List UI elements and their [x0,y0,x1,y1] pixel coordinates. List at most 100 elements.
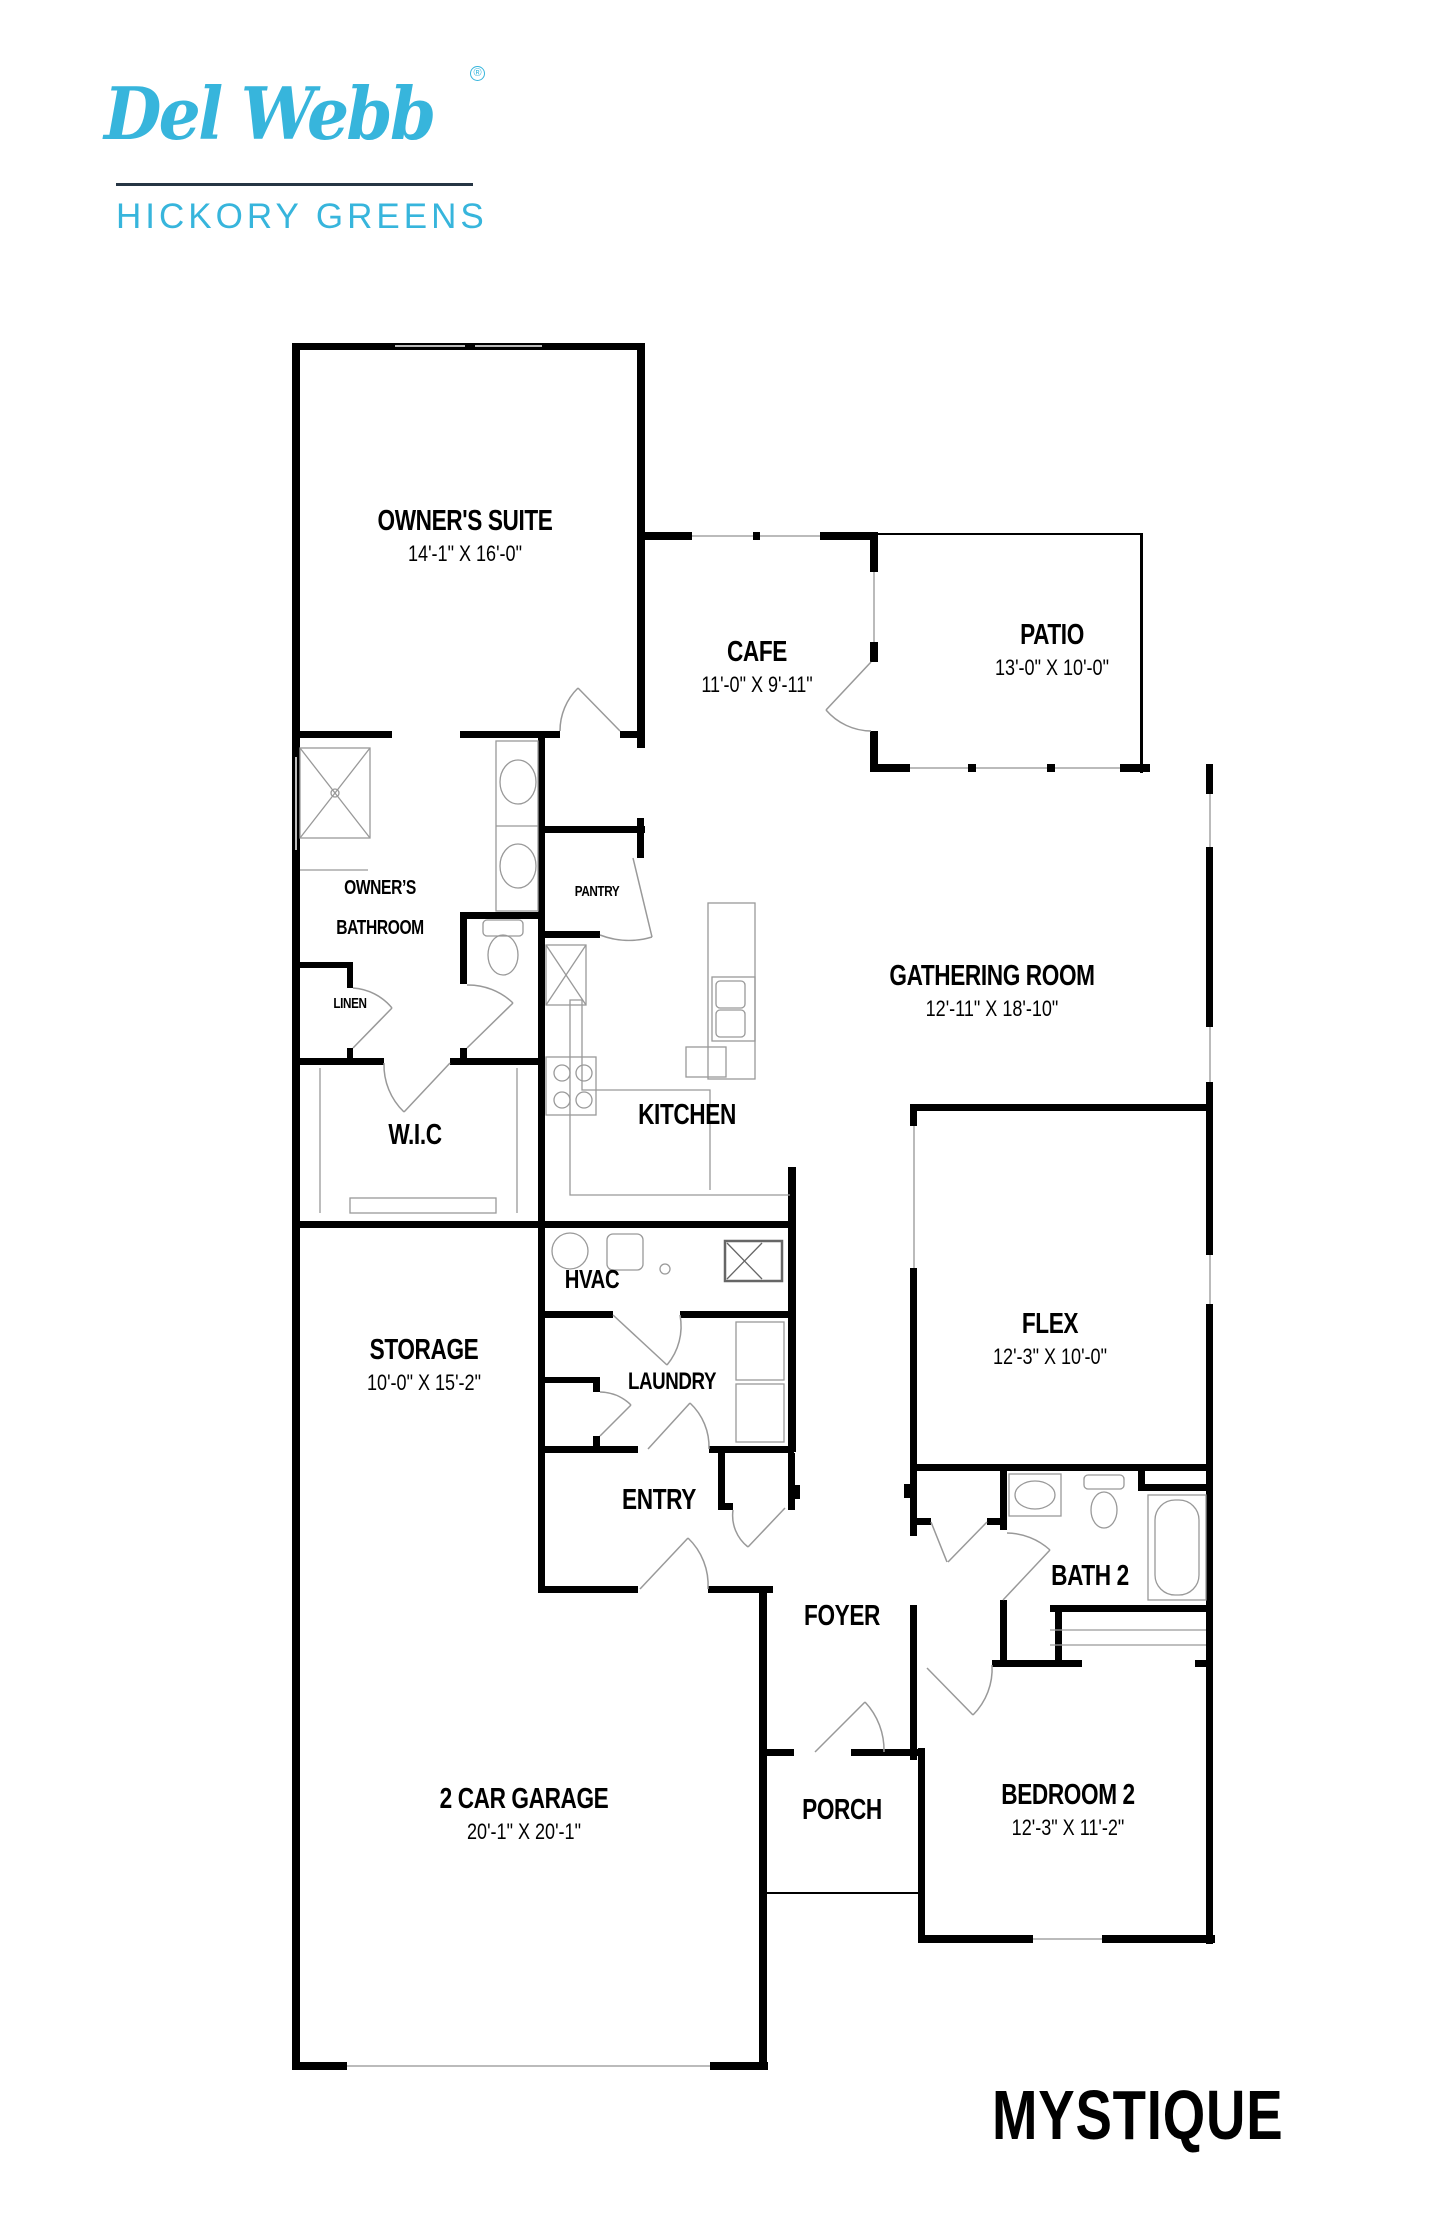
wall [538,1586,638,1593]
wall [593,1377,600,1392]
wall [637,532,692,540]
wall [460,731,560,738]
wall [788,1167,796,1452]
room-entry: ENTRY [612,1486,707,1515]
room-laundry: LAUNDRY [616,1370,729,1394]
room-dimensions: 20'-1" X 20'-1" [467,1819,581,1844]
wall [637,818,644,858]
wall [870,731,878,771]
wall [992,1660,1082,1667]
wall [292,962,352,968]
wall [1206,847,1213,1027]
wall [1138,1484,1213,1491]
wall [759,1593,767,2070]
room-bath-2: BATH 2 [1040,1562,1140,1591]
room-name: ENTRY [622,1484,696,1516]
wall [545,1377,600,1383]
wall [910,1268,917,1468]
wall [538,1446,638,1453]
wall [1195,1660,1213,1667]
wall [538,1221,793,1228]
wall [910,1464,1210,1471]
wall [292,731,392,738]
room-dimensions: 12'-3" X 11'-2" [1011,1815,1125,1840]
room-name: PORCH [802,1794,882,1826]
room-porch: PORCH [791,1796,893,1825]
wall [292,2062,347,2070]
wall [637,343,645,748]
room-storage: STORAGE 10'-0" X 15'-2" [354,1336,493,1394]
wall [710,2062,768,2070]
wall [460,1048,467,1063]
room-name: GATHERING ROOM [889,960,1095,992]
room-name: LINEN [333,995,367,1012]
room-dimensions: 12'-11" X 18'-10" [925,996,1059,1021]
wall [718,1503,733,1510]
wall [1102,1935,1215,1943]
wall [292,1058,384,1065]
room-name: PATIO [1020,619,1084,651]
wall [910,1104,1210,1111]
wall [1047,764,1055,772]
wall [1000,1470,1007,1530]
wall [1206,1082,1213,1172]
wall [851,1749,921,1756]
wall [1206,1170,1213,1255]
room-cafe: CAFE 11'-0" X 9'-11" [689,638,825,696]
room-gathering: GATHERING ROOM 12'-11" X 18'-10" [860,962,1123,1020]
wall [753,532,760,540]
room-name: KITCHEN [638,1099,736,1131]
room-name: OWNER'S SUITE [377,505,553,537]
wall [904,1484,912,1498]
wall [870,642,878,662]
room-owners-bathroom-line1: OWNER’S [334,878,426,898]
wall [1000,1600,1007,1665]
wall [759,1749,794,1756]
room-dimensions: 11'-0" X 9'-11" [701,672,813,697]
room-name: BATH 2 [1051,1560,1129,1592]
wall [788,1453,795,1510]
wall [910,1605,917,1760]
plan-name: MYSTIQUE [992,2076,1284,2154]
wall [680,1311,795,1318]
wall [347,962,353,988]
room-flex: FLEX 12'-3" X 10'-0" [981,1310,1120,1368]
community-name: HICKORY GREENS [116,197,488,236]
wall [460,912,543,919]
wall [1050,1605,1213,1612]
wall [708,1586,773,1593]
wall [593,1436,600,1450]
room-foyer: FOYER [793,1602,890,1631]
room-owners-suite: OWNER'S SUITE 14'-1" X 16'-0" [353,507,577,565]
room-name: PANTRY [574,883,620,900]
wall [918,1935,1033,1943]
wall [918,1748,925,1943]
wall [878,533,1143,535]
room-linen: LINEN [329,996,372,1011]
wall [1055,1605,1062,1665]
wall [1206,1304,1213,1944]
wall [545,931,600,938]
room-dimensions: 14'-1" X 16'-0" [408,541,522,566]
wall [870,532,878,572]
room-dimensions: 13'-0" X 10'-0" [995,655,1109,680]
wall [538,731,545,1591]
wall [1120,764,1150,772]
room-name: STORAGE [369,1334,479,1366]
room-name-line2: BATHROOM [336,917,424,939]
logo-wordmark: Del Webb [104,71,436,156]
room-name: W.I.C [388,1119,442,1151]
wall [910,1440,917,1536]
wall [460,912,467,984]
room-name: 2 CAR GARAGE [439,1783,609,1815]
room-pantry: PANTRY [569,884,626,899]
walls [292,343,1215,2070]
wall [916,1518,931,1525]
room-garage: 2 CAR GARAGE 20'-1" X 20'-1" [416,1785,632,1843]
wall [538,1311,613,1318]
wall [292,1215,300,2070]
wall [870,764,910,772]
wall [1138,1470,1145,1490]
wall [545,826,645,833]
